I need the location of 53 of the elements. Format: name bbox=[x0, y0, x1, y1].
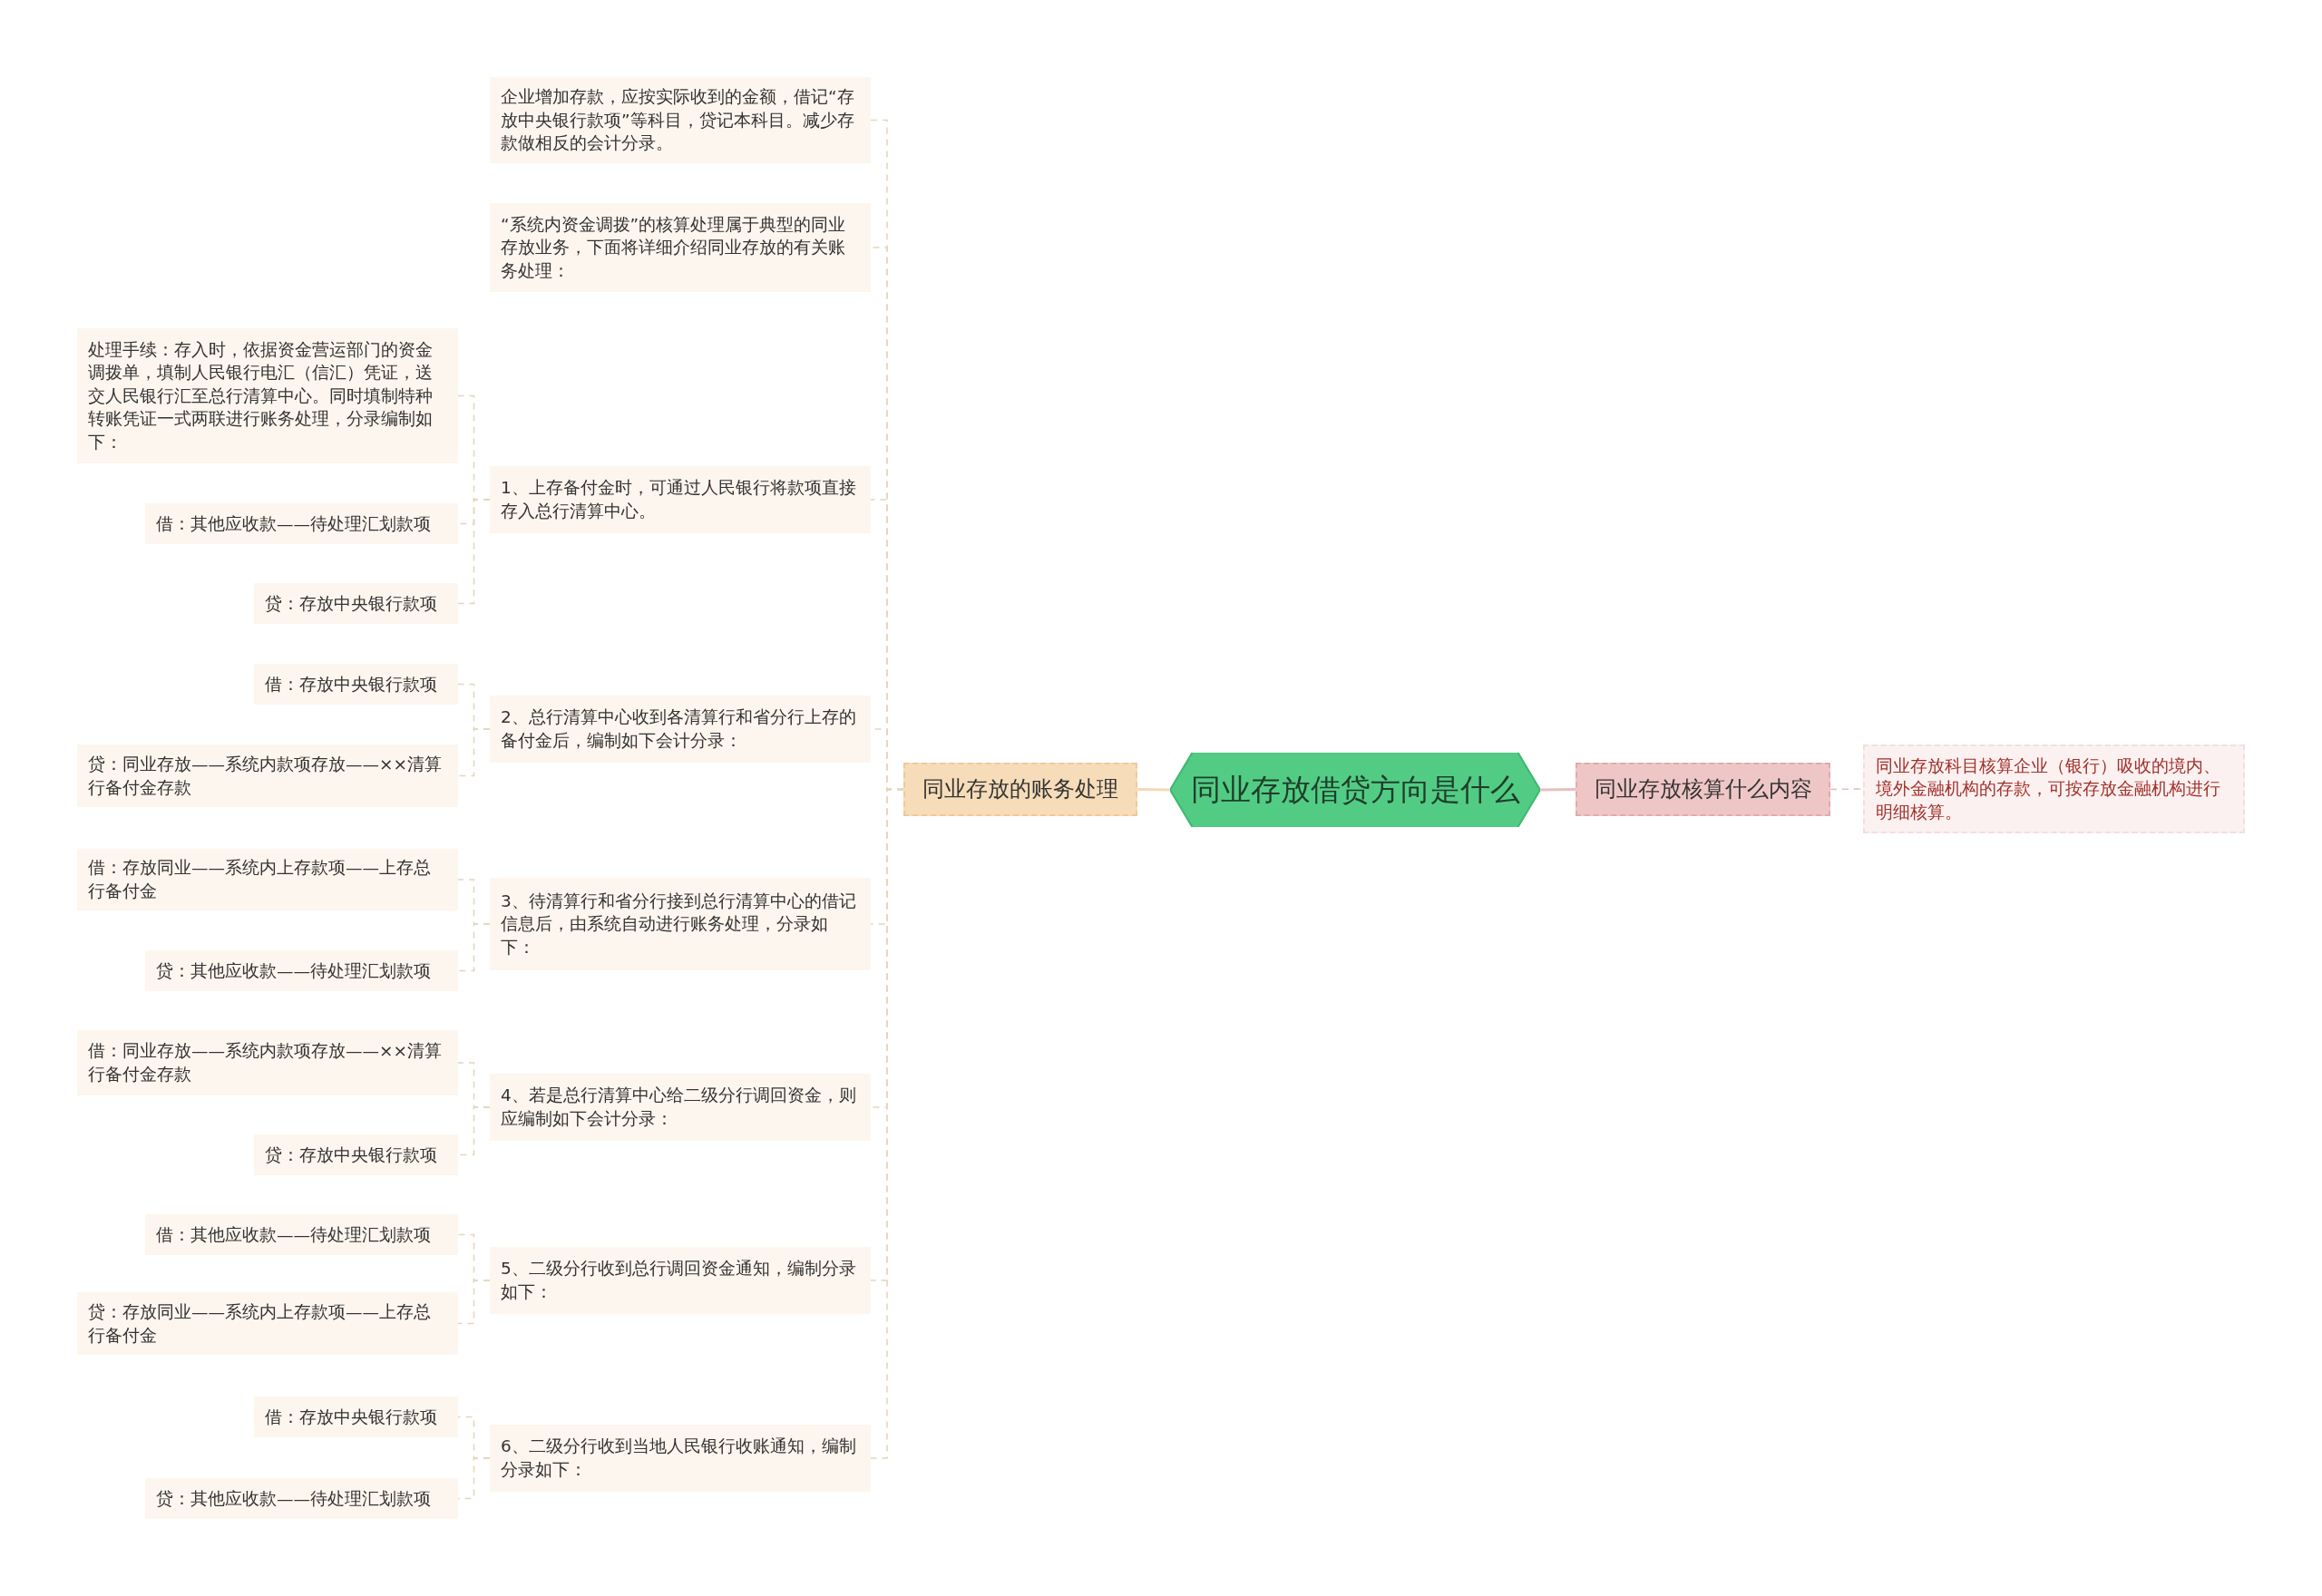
topic-text: 5、二级分行收到总行调回资金通知，编制分录如下： bbox=[501, 1258, 857, 1303]
topic-text: 贷：存放中央银行款项 bbox=[265, 592, 437, 615]
entry-box bbox=[77, 1030, 458, 1095]
topic-box bbox=[903, 763, 1137, 816]
entry-box bbox=[254, 664, 458, 705]
topic-text: 贷：其他应收款——待处理汇划款项 bbox=[156, 959, 431, 982]
topic-text: 2、总行清算中心收到各清算行和省分行上存的备付金后，编制如下会计分录： bbox=[501, 706, 857, 752]
connector-line bbox=[1539, 788, 1576, 792]
topic-text: 借：其他应收款——待处理汇划款项 bbox=[156, 1223, 431, 1246]
connector-line bbox=[457, 728, 491, 777]
central-topic-hexagon bbox=[1170, 753, 1540, 827]
connector-line bbox=[457, 923, 491, 972]
connector-line bbox=[1137, 788, 1171, 792]
topic-text: 同业存放核算什么内容 bbox=[1594, 774, 1812, 803]
topic-text: 处理手续：存入时，依据资金营运部门的资金调拨单，填制人民银行电汇（信汇）凭证，送交人民银行汇至总行清算中心。同时填制特种转账凭证一式两联进行账务处理，分录编制如下： bbox=[88, 338, 434, 453]
topic-text: 3、待清算行和省分行接到总行清算中心的借记信息后，由系统自动进行账务处理，分录如下： bbox=[501, 890, 857, 959]
note-box bbox=[1863, 744, 2245, 833]
subtopic-box bbox=[490, 77, 871, 163]
subtopic-box bbox=[490, 1074, 871, 1141]
subtopic-box bbox=[490, 1425, 871, 1492]
connector-line bbox=[457, 1280, 491, 1325]
entry-box bbox=[77, 849, 458, 910]
entry-box bbox=[77, 328, 458, 463]
entry-box bbox=[254, 1396, 458, 1437]
connector-line bbox=[457, 499, 491, 605]
topic-text: 同业存放科目核算企业（银行）吸收的境内、境外金融机构的存款，可按存放金融机构进行明细核算。 bbox=[1876, 754, 2221, 823]
subtopic-box bbox=[490, 466, 871, 533]
topic-text: 贷：其他应收款——待处理汇划款项 bbox=[156, 1487, 431, 1510]
entry-box bbox=[145, 950, 458, 991]
topic-text: 借：同业存放——系统内款项存放——××清算行备付金存款 bbox=[88, 1040, 443, 1085]
topic-text: 同业存放的账务处理 bbox=[922, 774, 1118, 803]
topic-text: 贷：存放同业——系统内上存款项——上存总行备付金 bbox=[88, 1301, 432, 1347]
subtopic-box bbox=[490, 878, 871, 970]
topic-text: 借：存放中央银行款项 bbox=[265, 673, 437, 696]
entry-box bbox=[77, 744, 458, 807]
subtopic-box bbox=[490, 1247, 871, 1314]
topic-text: 借：其他应收款——待处理汇划款项 bbox=[156, 512, 431, 535]
entry-box bbox=[77, 1292, 458, 1355]
topic-text: 借：存放同业——系统内上存款项——上存总行备付金 bbox=[88, 857, 432, 902]
topic-text: “系统内资金调拨”的核算处理属于典型的同业存放业务，下面将详细介绍同业存放的有关账务处理： bbox=[501, 213, 847, 282]
topic-text: 贷：存放中央银行款项 bbox=[265, 1143, 437, 1166]
topic-text: 6、二级分行收到当地人民银行收账通知，编制分录如下： bbox=[501, 1435, 857, 1481]
entry-box bbox=[145, 1214, 458, 1255]
topic-text: 企业增加存款，应按实际收到的金额，借记“存放中央银行款项”等科目，贷记本科目。减少存款做相反的会计分录。 bbox=[501, 86, 855, 155]
subtopic-box bbox=[490, 696, 871, 763]
topic-box bbox=[1576, 763, 1830, 816]
entry-box bbox=[145, 1478, 458, 1519]
topic-text: 4、若是总行清算中心给二级分行调回资金，则应编制如下会计分录： bbox=[501, 1085, 857, 1130]
topic-text: 借：存放中央银行款项 bbox=[265, 1406, 437, 1428]
topic-text: 贷：同业存放——系统内款项存放——××清算行备付金存款 bbox=[88, 754, 443, 799]
topic-text: 1、上存备付金时，可通过人民银行将款项直接存入总行清算中心。 bbox=[501, 477, 857, 522]
entry-box bbox=[254, 583, 458, 624]
topic-text: 同业存放借贷方向是什么 bbox=[1190, 771, 1520, 810]
